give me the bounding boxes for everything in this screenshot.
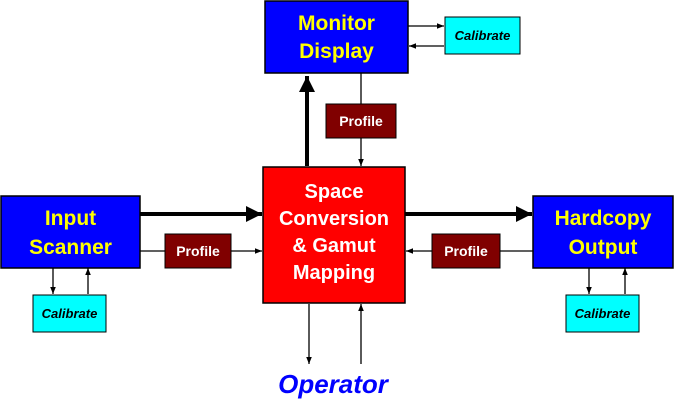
space-conversion-label-line4: Mapping — [293, 262, 375, 284]
monitor-display-box: Monitor Display — [264, 0, 409, 74]
profile-top-box: Profile — [325, 103, 397, 139]
space-conversion-label-line1: Space — [305, 181, 364, 203]
space-conversion-label-line3: & Gamut — [292, 235, 376, 257]
hardcopy-output-label-line1: Hardcopy — [555, 207, 652, 230]
profile-right-label: Profile — [444, 243, 488, 259]
monitor-display-label-line1: Monitor — [298, 12, 375, 35]
operator-label: Operator — [278, 369, 390, 399]
hardcopy-output-box: Hardcopy Output — [532, 195, 674, 269]
calibrate-monitor-label: Calibrate — [455, 28, 511, 43]
input-scanner-label-line2: Scanner — [29, 236, 112, 259]
input-scanner-box: Input Scanner — [0, 195, 141, 269]
profile-left-label: Profile — [176, 243, 220, 259]
calibrate-input-box: Calibrate — [32, 294, 107, 333]
profile-top-label: Profile — [339, 113, 383, 129]
calibrate-hardcopy-label: Calibrate — [575, 306, 631, 321]
calibrate-input-label: Calibrate — [42, 306, 98, 321]
profile-right-box: Profile — [431, 233, 501, 269]
input-scanner-label-line1: Input — [45, 207, 96, 230]
monitor-display-label-line2: Display — [299, 40, 374, 63]
connectors — [50, 23, 628, 364]
space-conversion-label-line2: Conversion — [279, 208, 389, 230]
space-conversion-box: Space Conversion & Gamut Mapping — [262, 166, 406, 304]
hardcopy-output-label-line2: Output — [569, 236, 638, 259]
profile-left-box: Profile — [164, 233, 232, 269]
calibrate-hardcopy-box: Calibrate — [565, 294, 640, 333]
calibrate-monitor-box: Calibrate — [444, 16, 521, 55]
